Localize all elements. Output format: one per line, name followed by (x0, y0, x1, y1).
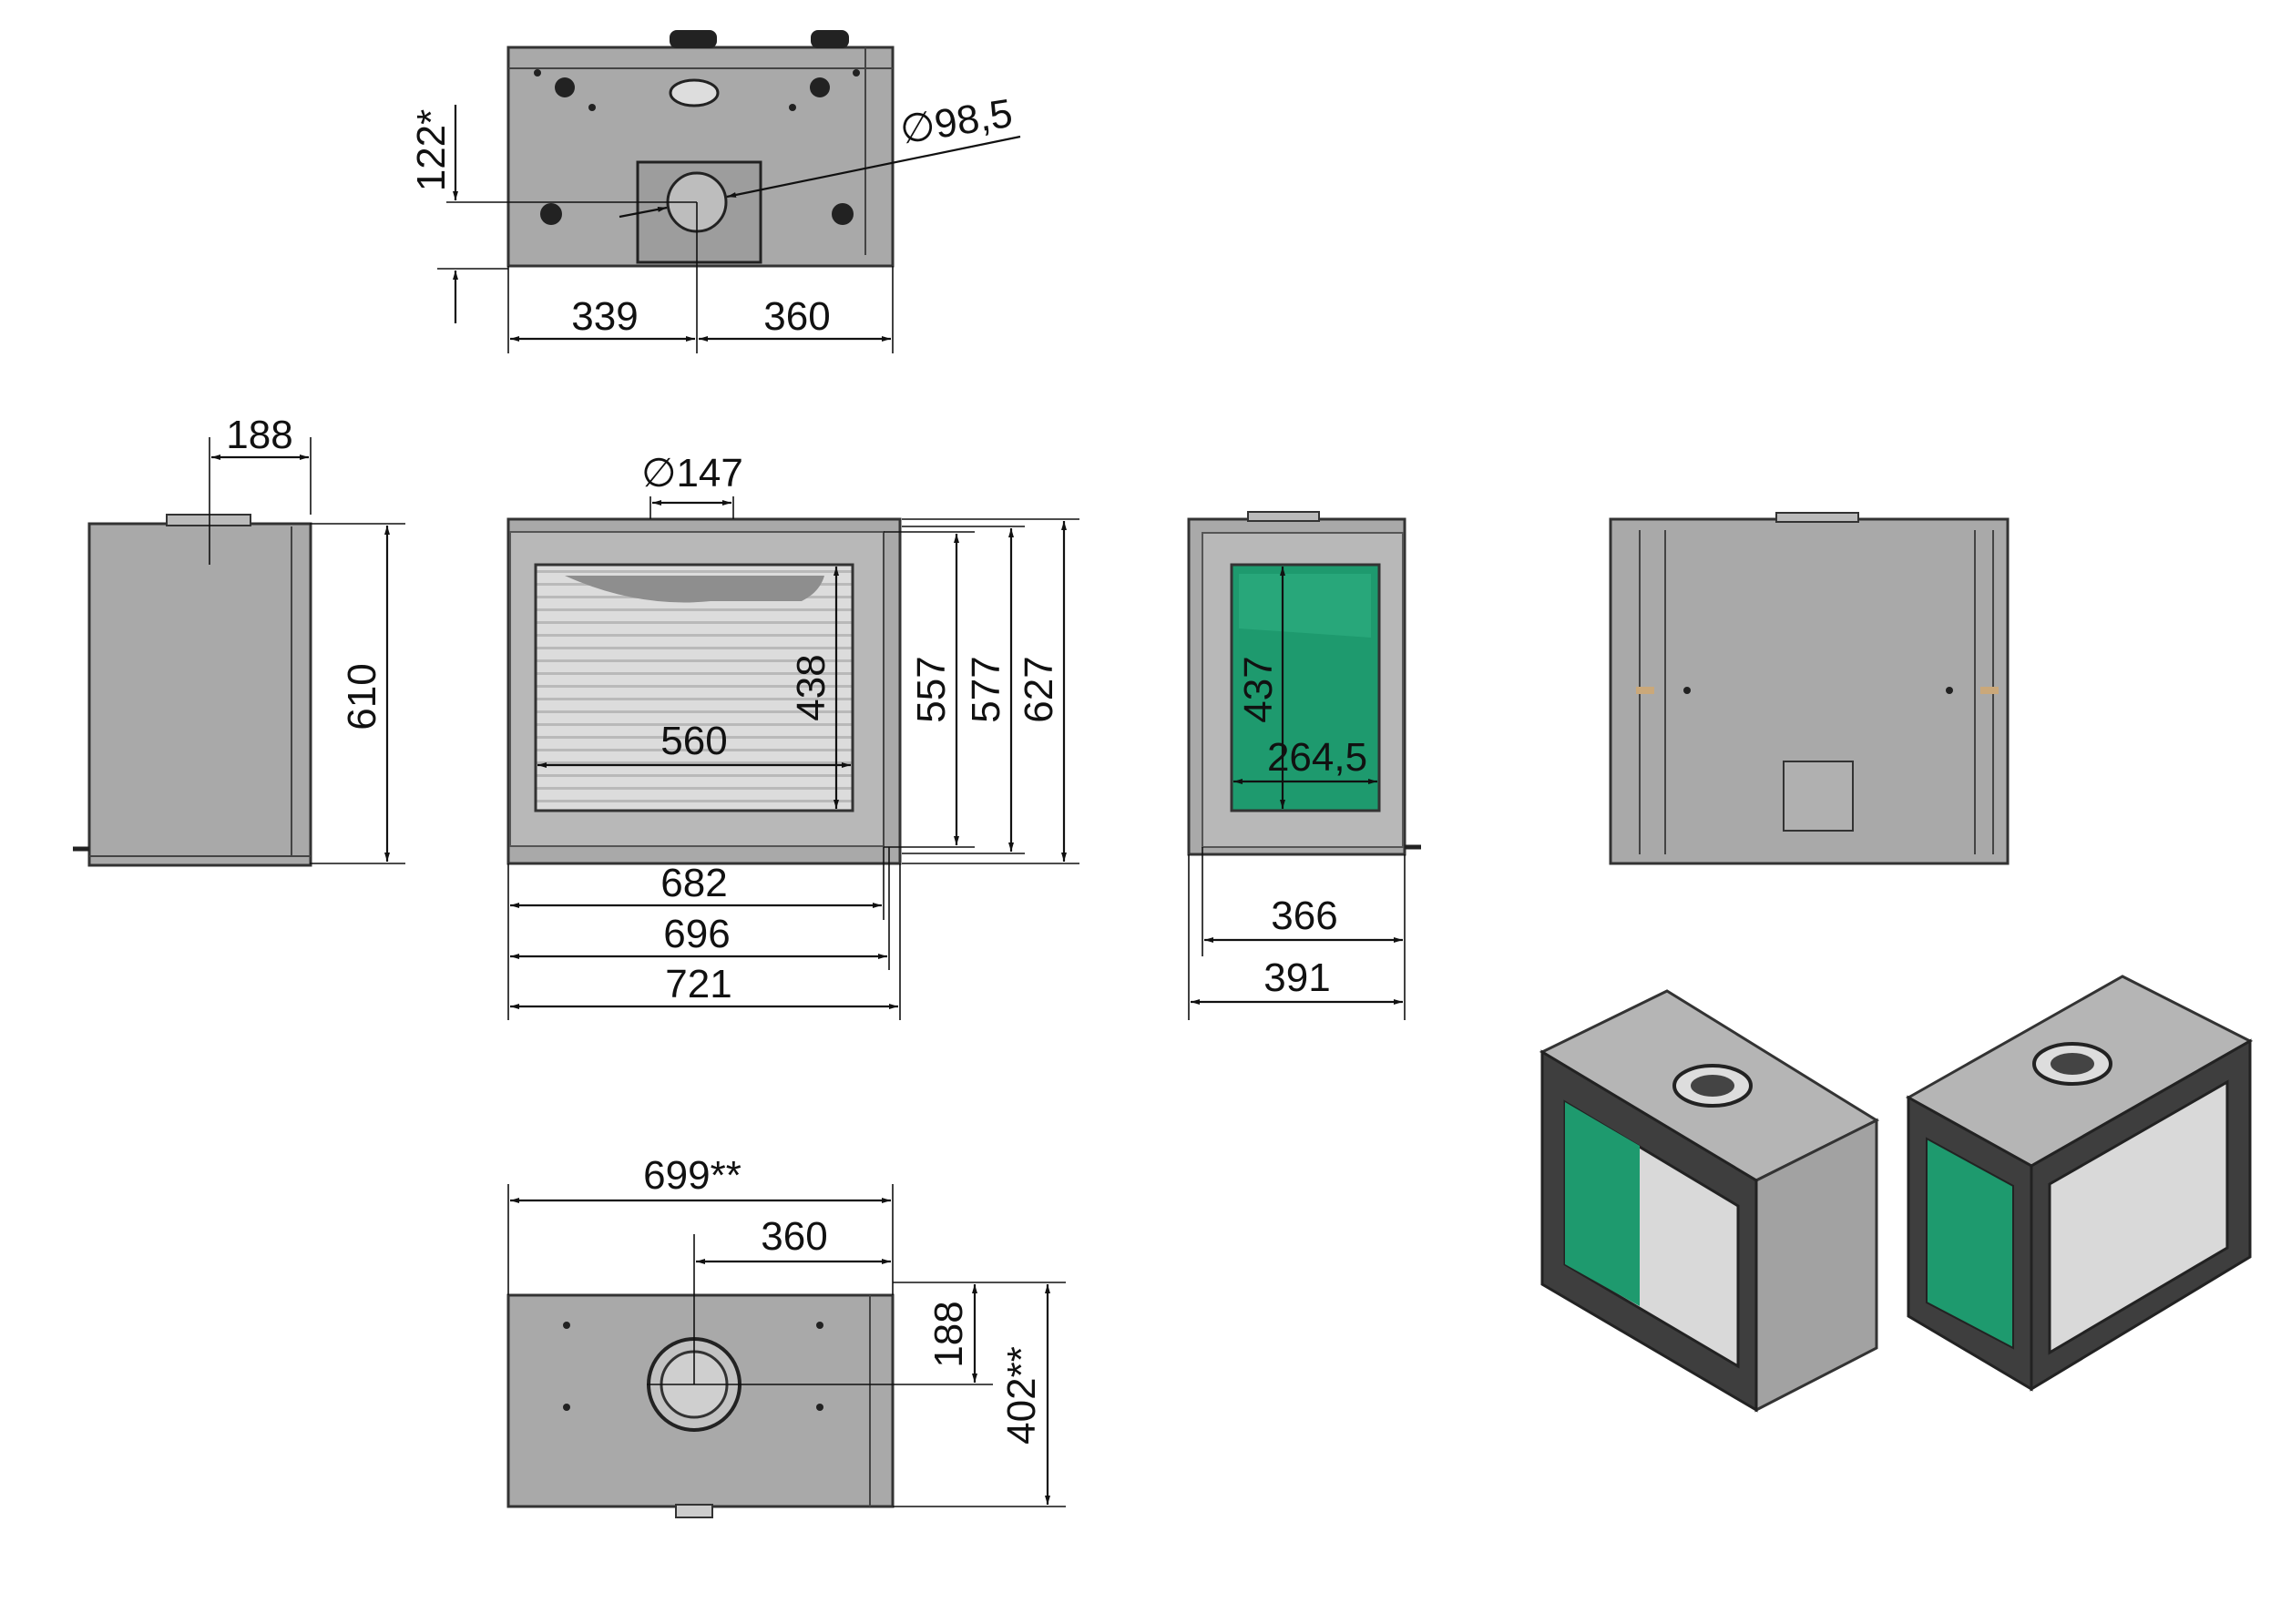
dim-360-bottom: 360 (761, 1214, 827, 1259)
front-view: ∅147 560 438 557 577 627 682 696 721 (506, 451, 1079, 1020)
narrow-view: 437 264,5 366 391 (1187, 511, 1421, 1020)
dim-flue-147: ∅147 (641, 451, 743, 495)
back-view-hatch (1783, 761, 1854, 832)
dim-437: 437 (1236, 656, 1281, 722)
back-view (1609, 512, 2010, 865)
dim-699: 699** (643, 1153, 742, 1198)
dim-557: 557 (909, 656, 954, 722)
side-view-body (87, 522, 312, 867)
dim-682: 682 (660, 861, 727, 905)
iso-view-left (1539, 989, 1880, 1413)
top-view-knob-right (811, 30, 849, 48)
top-view-knob-left (670, 30, 717, 48)
dim-360-top: 360 (763, 294, 830, 339)
dim-560: 560 (660, 719, 727, 763)
dim-264: 264,5 (1267, 735, 1367, 780)
top-view: 339 360 122* ∅98,5 (409, 30, 1021, 353)
dim-366: 366 (1271, 894, 1337, 938)
dim-122: 122* (409, 109, 454, 192)
dim-577: 577 (964, 656, 1008, 722)
dim-339: 339 (571, 294, 638, 339)
dim-627: 627 (1017, 656, 1061, 722)
top-view-handle (669, 78, 720, 107)
dim-391: 391 (1263, 955, 1330, 1000)
side-view: 188 610 (73, 413, 405, 867)
dim-402: 402** (999, 1346, 1044, 1445)
dim-610: 610 (340, 663, 384, 730)
dim-188-side: 188 (226, 413, 292, 457)
dim-438: 438 (789, 654, 834, 720)
dim-721: 721 (665, 962, 731, 1006)
side-view-collar (166, 514, 251, 526)
dim-188-bottom: 188 (926, 1301, 971, 1367)
front-view-window (534, 563, 854, 812)
iso-view-right (1905, 975, 2254, 1392)
dim-flue-98: ∅98,5 (897, 91, 1016, 153)
dim-696: 696 (663, 912, 730, 956)
bottom-view: 699** 360 188 402** (506, 1153, 1066, 1518)
